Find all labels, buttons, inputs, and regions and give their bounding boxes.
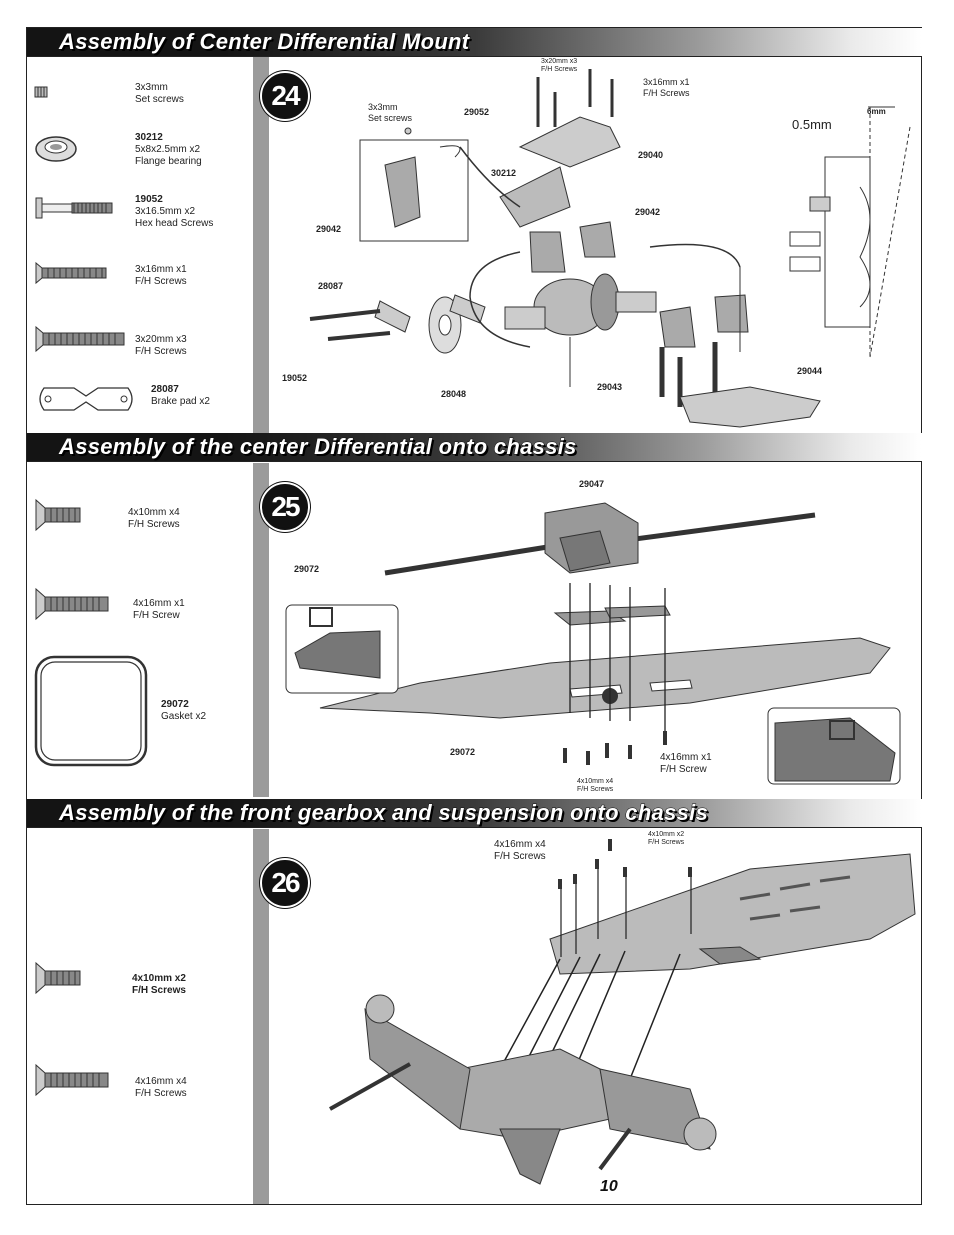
- label-29052: 29052: [464, 107, 490, 117]
- label-29042: 29042: [635, 207, 661, 217]
- diagram-center-diff-mount: [309, 69, 911, 428]
- gasket-icon: [34, 655, 148, 767]
- column-divider-25: [253, 463, 269, 797]
- diagram-center-diff-chassis: [285, 502, 901, 785]
- label-29047: 29047: [579, 479, 605, 489]
- step-number-26: 26: [262, 860, 308, 906]
- section-banner-26: Assembly of the front gearbox and suspen…: [27, 799, 922, 828]
- label-28048: 28048: [441, 389, 467, 399]
- label-30212: 30212: [491, 168, 517, 178]
- diagram-front-gearbox-chassis: [329, 839, 916, 1185]
- label-29042-inset: 29042: [316, 224, 342, 234]
- label-29040: 29040: [638, 150, 664, 160]
- section-title-25: Assembly of the center Differential onto…: [59, 434, 577, 460]
- label-29072-inset: 29072: [294, 564, 320, 574]
- section-title-24: Assembly of Center Differential Mount: [58, 29, 470, 55]
- fh-screw-4x10-icon: [35, 498, 81, 532]
- label-gap-0-5mm: 0.5mm: [792, 117, 832, 132]
- hex-head-screw-icon: [35, 197, 113, 219]
- fh-screw-4x16-icon: [35, 587, 109, 621]
- label-29044: 29044: [797, 366, 823, 376]
- column-divider-26: [253, 829, 269, 1204]
- page-number: 10: [600, 1178, 618, 1195]
- step-number-24: 24: [262, 73, 308, 119]
- fh-screw-4x10-icon-26: [35, 961, 81, 995]
- section-title-26: Assembly of the front gearbox and suspen…: [58, 800, 709, 826]
- label-6mm: 6mm: [867, 107, 886, 116]
- fh-screw-20-icon: [35, 325, 125, 353]
- label-29043: 29043: [597, 382, 623, 392]
- fh-screw-16-icon: [35, 261, 107, 285]
- label-29072-chassis: 29072: [450, 747, 476, 757]
- brake-pad-icon: [39, 387, 133, 411]
- page-frame: [26, 27, 922, 1205]
- flange-bearing-icon: [35, 136, 77, 162]
- set-screw-icon: [34, 86, 48, 98]
- section-banner-25: Assembly of the center Differential onto…: [27, 433, 922, 462]
- fh-screw-4x16-icon-26: [35, 1063, 109, 1097]
- label-28087: 28087: [318, 281, 344, 291]
- column-divider-24: [253, 57, 269, 433]
- label-19052: 19052: [282, 373, 308, 383]
- step-number-25: 25: [262, 484, 308, 530]
- section-banner-24: Assembly of Center Differential Mount: [27, 28, 922, 57]
